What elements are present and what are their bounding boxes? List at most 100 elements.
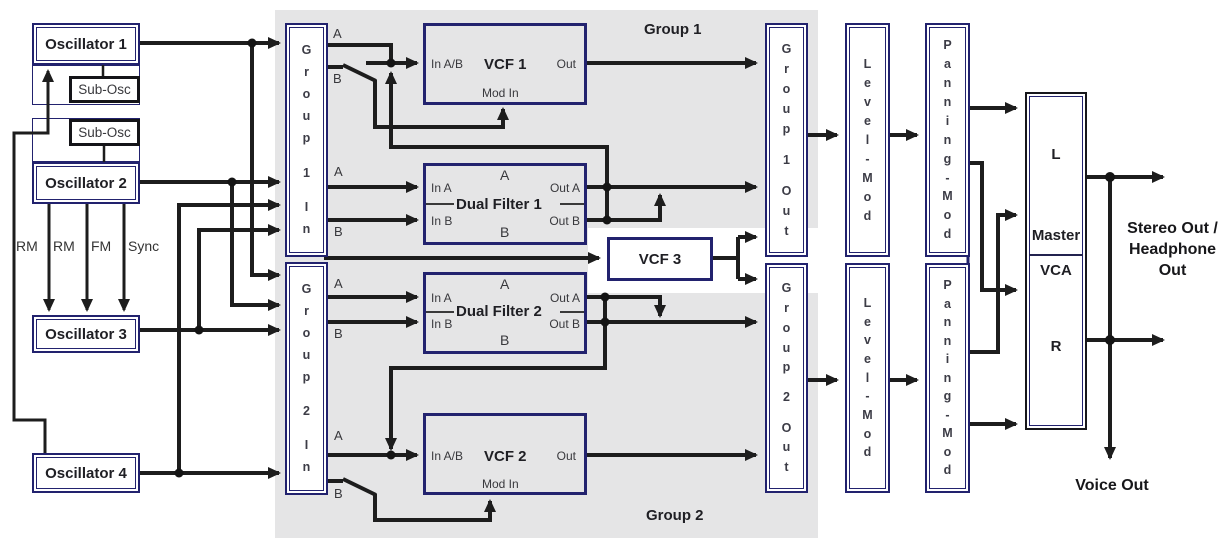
tap-a-vcf1: A: [333, 26, 342, 41]
dual-filter1-box: In A In B A Dual Filter 1 B Out A Out B: [423, 163, 587, 245]
tap-a-df1: A: [334, 164, 343, 179]
vcf1-box: In A/B VCF 1 Out Mod In: [423, 23, 587, 105]
column-letter: 1: [303, 165, 310, 180]
df1-title: Dual Filter 1: [456, 196, 542, 213]
column-letter: u: [782, 340, 791, 355]
column-letter: -: [945, 170, 950, 185]
df2-ina-label: In A: [431, 291, 452, 305]
column-letter: u: [782, 203, 791, 218]
switch-blade-vcf2: [342, 477, 377, 497]
df2-outb-label: Out B: [549, 317, 580, 331]
vcf3-title: VCF 3: [638, 250, 682, 268]
group1-region-label: Group 1: [644, 21, 702, 38]
wire-df2-out-feedback: [385, 299, 607, 451]
column-letter: r: [304, 304, 309, 319]
df1-ina-label: In A: [431, 181, 452, 195]
column-letter: 2: [783, 390, 790, 405]
column-letter: e: [864, 75, 871, 90]
column-letter: M: [942, 189, 953, 204]
rm-label-1: RM: [16, 238, 38, 254]
tap-b-df1: B: [334, 224, 343, 239]
column-letter: M: [942, 426, 953, 441]
column-letter: i: [945, 113, 950, 128]
column-letter: n: [943, 333, 952, 348]
column-letter: e: [864, 113, 871, 128]
oscillator-4-box: Oscillator 4: [32, 453, 140, 493]
vcf2-title: VCF 2: [484, 448, 527, 465]
df2-pathb-label: B: [500, 332, 510, 348]
column-letter: 1: [783, 152, 790, 167]
wire-group1in-a-top: [328, 43, 393, 61]
column-letter: o: [863, 426, 872, 441]
column-letter: d: [863, 208, 872, 223]
df2-title: Dual Filter 2: [456, 303, 542, 320]
column-letter: n: [943, 370, 952, 385]
column-letter: G: [781, 281, 792, 296]
vcf3-box: VCF 3: [607, 237, 713, 281]
vcf2-modin-label: Mod In: [482, 477, 519, 491]
column-letter: M: [862, 170, 873, 185]
column-letter: l: [865, 370, 870, 385]
column-letter: n: [302, 222, 311, 237]
column-letter: p: [302, 131, 311, 146]
column-letter: I: [304, 438, 309, 453]
column-letter: d: [943, 463, 952, 478]
column-letter: 2: [303, 404, 310, 419]
sync-label: Sync: [128, 238, 160, 254]
column-letter: o: [302, 326, 311, 341]
column-letter: t: [784, 460, 789, 475]
column-letter: v: [864, 94, 871, 109]
group2-region-label: Group 2: [646, 507, 704, 524]
column-letter: a: [944, 57, 951, 72]
df1-left-dash: [426, 203, 454, 205]
wire-osc4-rm-osc1: [12, 69, 54, 453]
df2-outa-label: Out A: [549, 291, 580, 305]
vcf2-in-label: In A/B: [431, 449, 464, 463]
column-letter: r: [304, 65, 309, 80]
master-vca-vca-label: VCA: [1040, 262, 1072, 279]
stereo-out-label: Stereo Out / Headphone Out: [1115, 218, 1230, 281]
voice-out-label: Voice Out: [1075, 477, 1149, 494]
oscillator-3-box: Oscillator 3: [32, 315, 140, 353]
df2-right-dash: [560, 311, 584, 313]
master-vca-r-label: R: [1050, 338, 1062, 355]
fm-label: FM: [91, 238, 112, 254]
column-letter: o: [782, 81, 791, 96]
wire-to-vcf2-modin: [373, 494, 496, 522]
tap-b-vcf1: B: [333, 71, 342, 86]
df2-inb-label: In B: [431, 317, 453, 331]
column-letter: v: [864, 333, 871, 348]
oscillator-4-label: Oscillator 4: [45, 464, 127, 482]
oscillator-3-label: Oscillator 3: [45, 325, 127, 343]
column-letter: -: [865, 389, 870, 404]
df2-patha-label: A: [500, 276, 510, 292]
column-letter: G: [781, 41, 792, 56]
column-letter: l: [865, 132, 870, 147]
column-letter: u: [302, 109, 311, 124]
column-letter: n: [943, 315, 952, 330]
wire-to-vcf1-modin: [373, 80, 509, 129]
dual-filter2-box: In A In B A Dual Filter 2 B Out A Out B: [423, 272, 587, 354]
df1-pathb-label: B: [500, 224, 510, 240]
df1-outb-label: Out B: [549, 214, 580, 228]
vcf1-out-label: Out: [556, 57, 576, 71]
vcf1-modin-label: Mod In: [482, 86, 519, 100]
df2-left-dash: [426, 311, 454, 313]
oscillator-1-box: Oscillator 1: [32, 23, 140, 65]
df1-outa-label: Out A: [549, 181, 580, 195]
column-letter: g: [943, 389, 952, 404]
sub-osc-2-label: Sub-Osc: [78, 125, 131, 140]
tap-b-df2: B: [334, 326, 343, 341]
wire-pm1-r-to-vca: [970, 161, 1018, 296]
column-letter: r: [784, 301, 789, 316]
vcf1-title: VCF 1: [484, 56, 527, 73]
sub-osc-2-box: Sub-Osc: [69, 119, 140, 146]
stereo-out-line2: Headphone: [1128, 241, 1217, 258]
column-letter: P: [943, 38, 952, 53]
column-letter: o: [782, 320, 791, 335]
stereo-out-line1: Stereo Out /: [1127, 220, 1218, 237]
